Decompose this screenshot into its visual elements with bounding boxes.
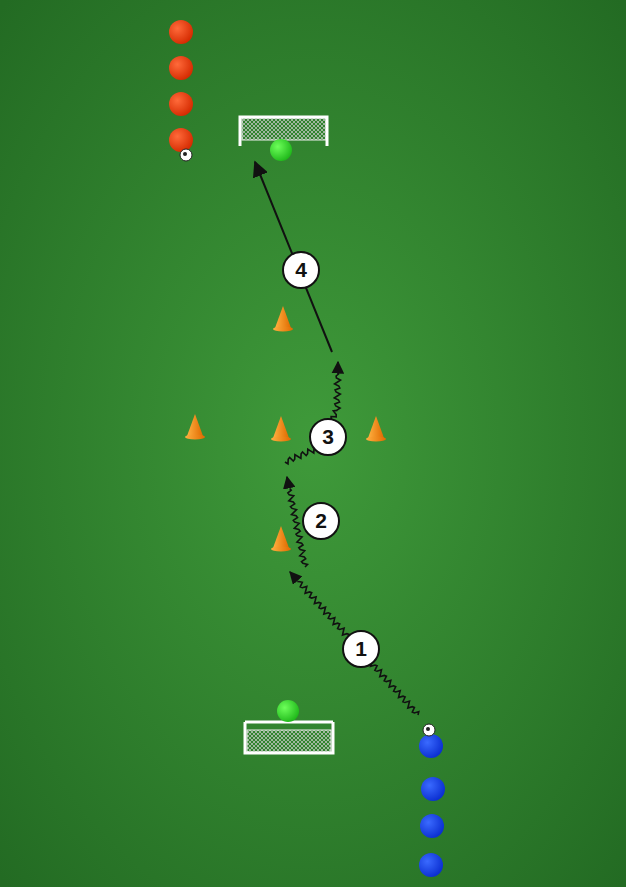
balls bbox=[180, 149, 435, 736]
goalkeeper bbox=[277, 700, 299, 722]
callout-text: 2 bbox=[315, 509, 327, 533]
callout-number: 1 bbox=[342, 630, 380, 668]
red-players bbox=[169, 20, 193, 152]
arrow-head bbox=[337, 362, 339, 372]
blue-players bbox=[419, 734, 445, 877]
callout-text: 1 bbox=[355, 637, 367, 661]
dribble-arrows bbox=[285, 362, 419, 715]
arrow-head bbox=[287, 477, 289, 487]
callout-text: 3 bbox=[322, 425, 334, 449]
callout-number: 2 bbox=[302, 502, 340, 540]
shot-arrow bbox=[255, 162, 332, 352]
goal-bottom bbox=[245, 722, 333, 753]
arrow-head bbox=[290, 572, 297, 580]
callout-text: 4 bbox=[295, 258, 307, 282]
dribble-line bbox=[297, 582, 419, 716]
goalkeeper bbox=[270, 139, 292, 161]
callout-number: 3 bbox=[309, 418, 347, 456]
callout-number: 4 bbox=[282, 251, 320, 289]
cones bbox=[185, 306, 386, 552]
